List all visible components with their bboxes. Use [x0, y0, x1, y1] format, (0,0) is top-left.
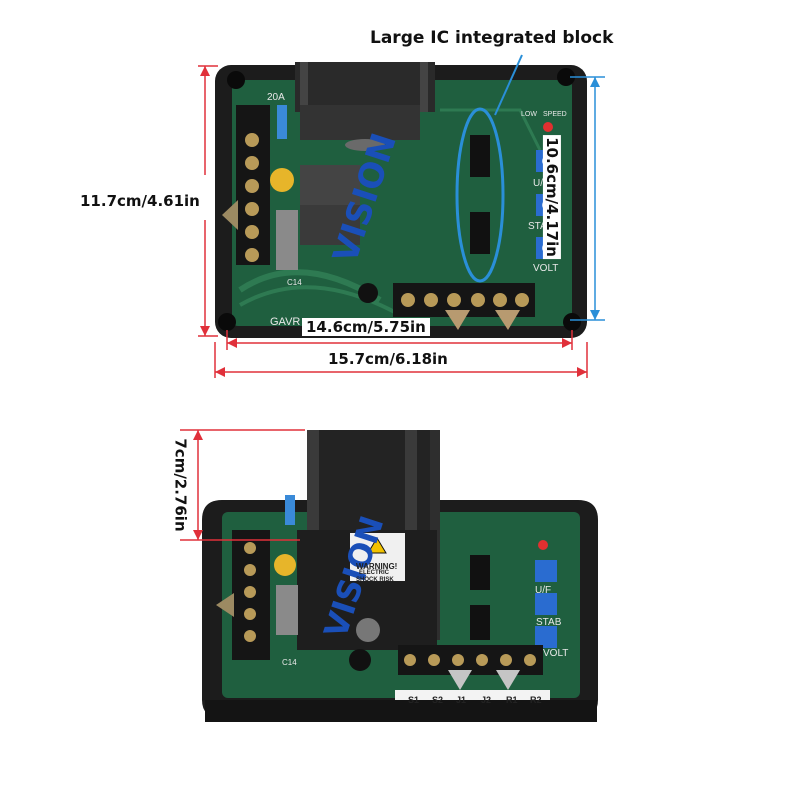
- terminal-label-r1: R1: [506, 695, 518, 705]
- cap-label-2: C14: [282, 658, 297, 667]
- warning-line1: ELECTRIC: [359, 570, 389, 576]
- dimension-depth: 7cm/2.76in: [171, 438, 190, 532]
- terminal-label-s1: S1: [408, 695, 420, 705]
- pot-label-stab-2: STAB: [536, 617, 562, 628]
- indicator-label-low: LOW: [521, 111, 537, 118]
- terminal-label-j2: J2: [481, 695, 492, 705]
- warning-line2: SHOCK RISK: [356, 577, 394, 583]
- heatsink: [295, 62, 435, 112]
- fuse: [277, 105, 287, 139]
- ic-highlight-ellipse: [455, 107, 505, 283]
- led: [543, 122, 553, 132]
- perspective-view-photo: VISION: [180, 429, 598, 722]
- corner-screw: [218, 68, 581, 331]
- pot-label-volt-2: VOLT: [543, 648, 569, 659]
- dimension-width-inner: 14.6cm/5.75in: [302, 318, 430, 336]
- cap-label: C14: [287, 278, 302, 287]
- pot-label-volt: VOLT: [533, 263, 559, 274]
- pot-label-uf: U/F: [533, 178, 550, 189]
- terminal-label-j1: J1: [456, 695, 467, 705]
- terminal-label-s2: S2: [432, 695, 444, 705]
- dimension-height-outer: 11.7cm/4.61in: [80, 192, 200, 210]
- model-label: GAVR: [270, 316, 301, 328]
- dimension-width-outer: 15.7cm/6.18in: [328, 350, 448, 368]
- ic-chip-2: [470, 212, 490, 254]
- pot-label-uf-2: U/F: [535, 585, 552, 596]
- terminal-label-r2: R2: [530, 695, 542, 705]
- top-view-photo: VISION: [198, 54, 605, 378]
- ic-chip-1: [470, 135, 490, 177]
- fuse-label: 20A: [267, 92, 285, 103]
- pot-label-stab: STAB: [528, 221, 554, 232]
- caption-large-ic: Large IC integrated block: [370, 28, 614, 48]
- dimension-height-inner: 10.6cm/4.17in: [542, 135, 561, 259]
- warning-title: WARNING!: [356, 562, 398, 571]
- indicator-label-speed: SPEED: [543, 111, 567, 118]
